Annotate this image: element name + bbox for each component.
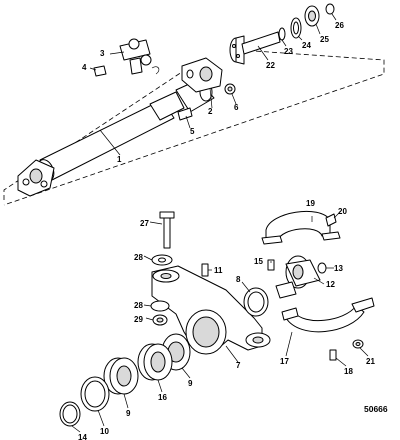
retainer-ring-10 — [80, 376, 110, 412]
callout-8: 8 — [236, 275, 241, 284]
bolt-27 — [159, 211, 175, 249]
screw-18 — [329, 349, 337, 361]
callout-12: 12 — [326, 280, 335, 289]
callout-27: 27 — [140, 219, 149, 228]
fitting-15 — [267, 259, 275, 271]
callout-25: 25 — [320, 35, 329, 44]
callout-15: 15 — [254, 257, 263, 266]
callout-23: 23 — [284, 47, 293, 56]
callout-21: 21 — [366, 357, 375, 366]
screw-5 — [177, 107, 193, 121]
u-joint — [119, 38, 160, 75]
nut-6 — [224, 83, 236, 95]
callout-1: 1 — [117, 155, 122, 164]
callout-2: 2 — [208, 107, 213, 116]
callout-4: 4 — [82, 63, 87, 72]
clamp-shield-upper — [261, 210, 341, 245]
seal-24 — [290, 17, 302, 39]
washer-28-lower — [150, 300, 170, 312]
input-shaft — [229, 31, 281, 65]
snap-ring-14 — [59, 401, 81, 427]
callout-16: 16 — [158, 393, 167, 402]
o-ring-13 — [317, 262, 327, 274]
stud-11 — [201, 263, 209, 277]
o-ring-26 — [325, 3, 335, 15]
seal-ring-8 — [243, 287, 269, 317]
callout-28-lower: 28 — [134, 301, 143, 310]
screw-4 — [93, 65, 107, 77]
callout-labels: 1 2 3 4 5 6 7 8 9 9 10 11 12 13 14 15 16… — [78, 21, 388, 440]
callout-19: 19 — [306, 199, 315, 208]
callout-17: 17 — [280, 357, 289, 366]
bearing-25 — [304, 5, 320, 27]
callout-7: 7 — [236, 361, 241, 370]
callout-14: 14 — [78, 433, 87, 440]
callout-18: 18 — [344, 367, 353, 376]
figure-number: 50666 — [364, 404, 388, 414]
washer-28-top — [151, 254, 173, 266]
screw-20 — [325, 213, 337, 227]
nut-29 — [152, 314, 168, 326]
callout-24: 24 — [302, 41, 311, 50]
callout-3: 3 — [100, 49, 105, 58]
callout-28-top: 28 — [134, 253, 143, 262]
callout-22: 22 — [266, 61, 275, 70]
callout-13: 13 — [334, 264, 343, 273]
callout-26: 26 — [335, 21, 344, 30]
nut-21 — [352, 339, 364, 349]
bearing-16 — [137, 343, 173, 381]
callout-20: 20 — [338, 207, 347, 216]
clamp-shield-lower — [281, 297, 375, 333]
bearing-9-lower — [103, 357, 139, 395]
mount-bracket — [151, 265, 271, 355]
driveshaft-yoke — [181, 57, 223, 93]
callout-10: 10 — [100, 427, 109, 436]
callout-11: 11 — [214, 266, 223, 275]
pivot-housing-12 — [275, 255, 321, 299]
callout-9-upper: 9 — [188, 379, 193, 388]
callout-5: 5 — [190, 127, 195, 136]
leader-lines — [71, 13, 369, 433]
o-ring-23 — [278, 27, 286, 41]
driveshaft — [17, 79, 215, 197]
callout-29: 29 — [134, 315, 143, 324]
callout-9-lower: 9 — [126, 409, 131, 418]
callout-6: 6 — [234, 103, 239, 112]
